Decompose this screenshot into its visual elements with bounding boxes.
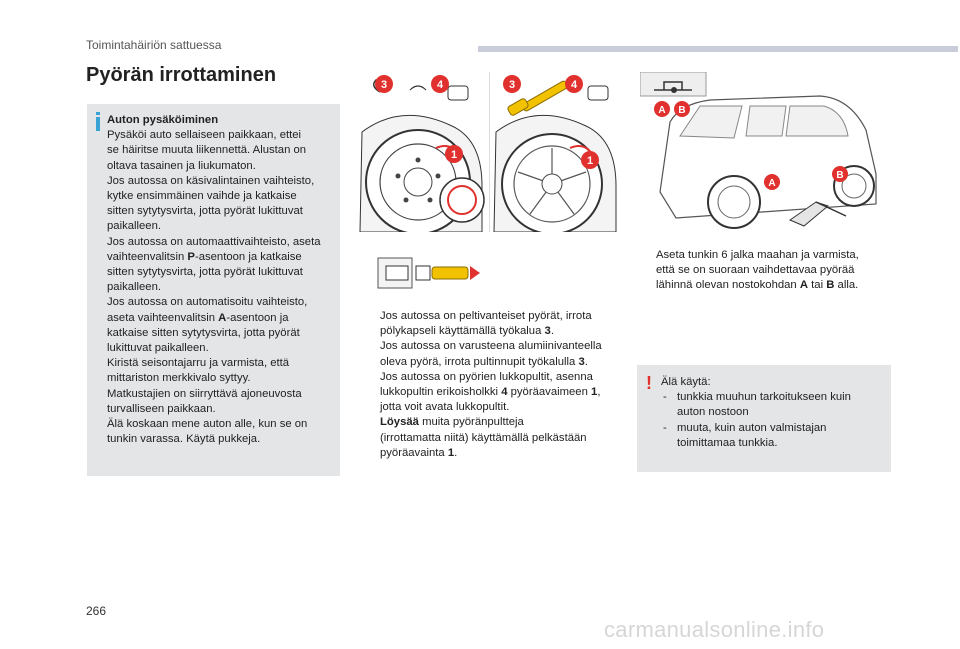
callout-4a-label: 4 <box>437 79 444 91</box>
warning-item: -muuta, kuin auton valmistajan toimittam… <box>661 421 887 451</box>
callout-a-car <box>764 174 780 190</box>
info-body-p: P <box>187 250 195 263</box>
step-4-text: muita pyöränpultteja (irrottamatta niitä… <box>380 416 587 459</box>
callout-a-car-label: A <box>768 178 775 189</box>
callout-a-top-label: A <box>658 105 665 116</box>
callout-1a-label: 1 <box>451 149 457 161</box>
info-body-3: -asentoon ja katkaise sitten sytytysvirt… <box>107 311 308 446</box>
warning-text: Älä käytä: -tunkkia muuhun tarkoitukseen… <box>661 375 887 451</box>
info-box <box>87 104 340 476</box>
step-list: Jos autossa on peltivanteiset pyörät, ir… <box>364 309 620 461</box>
step-3-tail2: , jotta voit avata lukkopultit. <box>380 386 601 414</box>
step-2-bold: 3 <box>578 355 585 368</box>
header-bar <box>478 46 958 52</box>
step-4: Löysää muita pyöränpultteja (irrottamatt… <box>364 415 620 461</box>
info-heading: Auton pysäköiminen <box>107 114 219 126</box>
info-body-a: A <box>218 311 227 324</box>
warning-item-text: muuta, kuin auton valmistajan toimittama… <box>677 421 827 449</box>
callout-3a <box>375 75 393 93</box>
callout-1a <box>445 145 463 163</box>
step-4-bold: 1 <box>447 446 455 459</box>
warning-icon: ! <box>646 373 652 393</box>
info-text: Auton pysäköiminen Pysäköi auto sellaise… <box>107 113 339 447</box>
step-1: Jos autossa on peltivanteiset pyörät, ir… <box>364 309 620 339</box>
section-header: Toimintahäiriön sattuessa <box>86 38 222 52</box>
info-body-1: Pysäköi auto sellaiseen paikkaan, ettei … <box>107 129 321 263</box>
warning-box <box>637 365 891 472</box>
jack-step-a: A <box>799 279 809 292</box>
warning-dash: - <box>663 391 667 404</box>
step-3-bold: 4 <box>501 386 508 399</box>
warning-intro: Älä käytä: <box>661 376 711 388</box>
info-body: Pysäköi auto sellaiseen paikkaan, ettei … <box>107 128 339 447</box>
step-4-tail: . <box>454 446 458 459</box>
lock-bolt-illustration <box>377 257 480 289</box>
step-2-text: Jos autossa on varusteena alumiinivantee… <box>380 340 602 368</box>
info-icon-dot <box>96 112 100 115</box>
step-1-bold: 3 <box>544 325 551 338</box>
info-icon <box>96 117 100 131</box>
step-3-tail: pyöräavaimeen <box>507 386 592 399</box>
car-jack-illustration: A B A B <box>640 72 877 229</box>
callout-b-top-label: B <box>678 105 685 116</box>
step-1-text: Jos autossa on peltivanteiset pyörät, ir… <box>380 310 592 338</box>
callout-3b-label: 3 <box>509 79 515 91</box>
page-title: Pyörän irrottaminen <box>86 64 277 86</box>
callout-3b <box>503 75 521 93</box>
step-1-tail: . <box>550 325 554 338</box>
callout-4a <box>431 75 449 93</box>
page-number: 266 <box>86 604 107 618</box>
step-3-bold2: 1 <box>591 386 598 399</box>
info-body-2: -asentoon ja katkaise sitten sytytysvirt… <box>107 250 308 324</box>
jack-step-mid: tai <box>808 279 827 292</box>
callout-4b-label: 4 <box>571 79 578 91</box>
watermark: carmanualsonline.info <box>604 617 825 642</box>
jack-step-tail: alla. <box>834 279 859 292</box>
step-4-lead: Löysää <box>380 416 419 429</box>
step-2-tail: . <box>584 355 588 368</box>
callout-4b <box>565 75 583 93</box>
step-3-text: Jos autossa on pyörien lukkopultit, asen… <box>380 370 593 399</box>
step-2: Jos autossa on varusteena alumiinivantee… <box>364 339 620 369</box>
callout-a-top <box>654 101 670 117</box>
jack-step-text: Aseta tunkin 6 jalka maahan ja varmista,… <box>656 249 859 292</box>
step-3: Jos autossa on pyörien lukkopultit, asen… <box>364 370 620 416</box>
callout-3a-label: 3 <box>381 79 387 91</box>
warning-item: -tunkkia muuhun tarkoitukseen kuin auton… <box>661 390 887 420</box>
jack-step-b: B <box>826 279 835 292</box>
warning-dash: - <box>663 421 667 434</box>
callout-1b-label: 1 <box>587 155 593 167</box>
jack-step: Aseta tunkin 6 jalka maahan ja varmista,… <box>640 248 906 294</box>
wheel-illustration-alloy: 3 4 1 <box>493 75 617 232</box>
callout-b-car-label: B <box>836 170 843 181</box>
callout-1b <box>581 151 599 169</box>
callout-b-car <box>832 166 848 182</box>
callout-b-top <box>674 101 690 117</box>
warning-item-text: tunkkia muuhun tarkoitukseen kuin auton … <box>677 391 851 419</box>
wheel-illustration-steel: 3 4 1 <box>359 72 490 232</box>
